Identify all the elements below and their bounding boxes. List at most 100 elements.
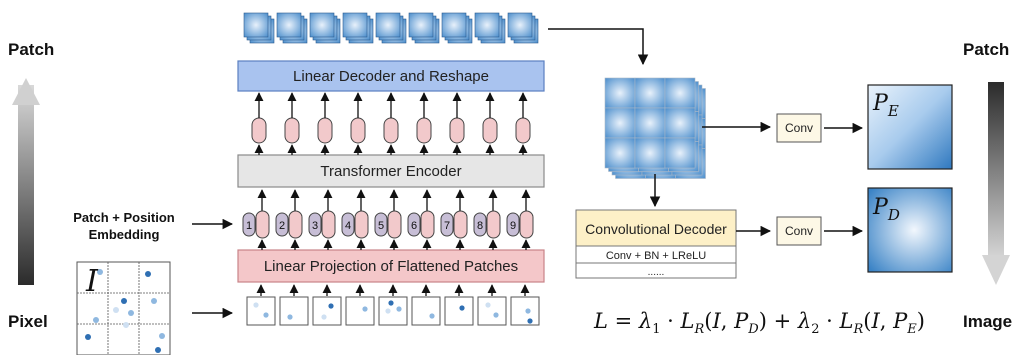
conv-box-top-label: Conv <box>785 121 813 135</box>
patch-dot <box>253 302 259 308</box>
input-image-frame <box>76 261 171 356</box>
patch-embedding <box>420 210 435 239</box>
output-patch-tile <box>276 12 302 38</box>
feature-tile <box>634 137 666 169</box>
patch-dot <box>287 314 293 320</box>
input-patch <box>279 296 309 326</box>
patch-dot <box>362 306 368 312</box>
pixel-dot <box>85 334 91 340</box>
pixel-to-patch-arrow <box>12 78 40 285</box>
position-embedding <box>473 212 487 237</box>
patch-dot <box>388 300 394 306</box>
input-image-grid <box>76 261 171 356</box>
encoded-token <box>317 117 333 144</box>
feature-tile <box>604 137 636 169</box>
position-id-label: 3 <box>312 220 318 232</box>
output-patch-tile <box>243 12 269 38</box>
patch-embedding <box>255 210 270 239</box>
conv-decoder-row1-label: Conv + BN + LReLU <box>606 250 706 262</box>
input-patch <box>411 296 441 326</box>
output-patch-tile <box>375 12 401 38</box>
pixel-dot <box>128 310 134 316</box>
conv-box-bottom <box>776 216 822 246</box>
patch-embedding <box>387 210 402 239</box>
patch-embedding <box>453 210 468 239</box>
pixel-dot <box>155 347 161 353</box>
loss-formula: L = λ1 · LR(I, PD) + λ2 · LR(I, PE) <box>593 309 925 337</box>
encoded-token <box>416 117 432 144</box>
conv-decoder-label: Convolutional Decoder <box>585 221 727 237</box>
patch-embedding <box>288 210 303 239</box>
position-id-label: 2 <box>279 220 285 232</box>
output-patch-tile <box>474 12 500 38</box>
conv-decoder-row2-label: ...... <box>648 267 665 278</box>
patch-dot <box>485 302 491 308</box>
embedding-label-line1: Patch + Position <box>73 210 175 225</box>
reshaped-feature-stack <box>604 77 706 179</box>
image-label-right: Image <box>963 312 1012 331</box>
encoded-token <box>251 117 267 144</box>
pd-symbol: PD <box>872 195 900 224</box>
position-id-label: 6 <box>411 220 417 232</box>
patch-embedding <box>486 210 501 239</box>
position-id-label: 8 <box>477 220 483 232</box>
patch-to-image-arrow <box>982 82 1010 285</box>
patch-dot <box>429 313 435 319</box>
position-id-label: 1 <box>246 220 252 232</box>
position-embedding <box>308 212 322 237</box>
position-embedding <box>440 212 454 237</box>
pixel-dot <box>113 307 119 313</box>
feature-tile <box>664 77 696 109</box>
output-patch-tile <box>309 12 335 38</box>
pixel-label-left: Pixel <box>8 312 48 331</box>
position-embedding <box>242 212 256 237</box>
encoded-token <box>515 117 531 144</box>
decoder-to-reshape-arrow <box>548 28 649 66</box>
position-id-label: 9 <box>510 220 516 232</box>
encoded-token <box>383 117 399 144</box>
pe-symbol: PE <box>872 91 899 120</box>
output-patch-tile <box>408 12 434 38</box>
feature-tile <box>604 77 636 109</box>
linear-projection-block <box>237 249 545 283</box>
patch-label-left: Patch <box>8 40 54 59</box>
linear-decoder-block <box>237 60 545 92</box>
transformer-encoder-label: Transformer Encoder <box>320 163 461 180</box>
position-embedding <box>407 212 421 237</box>
patch-dot <box>527 318 533 324</box>
transformer-encoder-block <box>237 154 545 188</box>
conv-box-bottom-label: Conv <box>785 224 813 238</box>
patch-dot <box>396 306 402 312</box>
pixel-dot <box>159 333 165 339</box>
input-patch <box>477 296 507 326</box>
output-patch-tile <box>507 12 533 38</box>
pixel-dot <box>93 317 99 323</box>
input-patch <box>510 296 540 326</box>
position-embedding <box>275 212 289 237</box>
encoded-token <box>482 117 498 144</box>
conv-decoder-row2 <box>575 262 737 279</box>
input-patch <box>444 296 474 326</box>
feature-tile <box>664 107 696 139</box>
output-pd-image <box>867 187 953 273</box>
position-embedding <box>341 212 355 237</box>
feature-tile <box>604 107 636 139</box>
patch-label-right: Patch <box>963 40 1009 59</box>
feature-tile <box>664 137 696 169</box>
position-id-label: 4 <box>345 220 351 232</box>
input-patch <box>345 296 375 326</box>
pixel-dot <box>97 269 103 275</box>
feature-tile <box>634 77 666 109</box>
encoded-token <box>284 117 300 144</box>
pixel-dot <box>151 298 157 304</box>
patch-dot <box>493 312 499 318</box>
patch-dot <box>328 303 334 309</box>
output-patch-tile <box>342 12 368 38</box>
input-image-symbol: I <box>85 264 99 299</box>
patch-dot <box>263 312 269 318</box>
pixel-dot <box>123 322 129 328</box>
position-id-label: 7 <box>444 220 450 232</box>
patch-dot <box>321 314 327 320</box>
